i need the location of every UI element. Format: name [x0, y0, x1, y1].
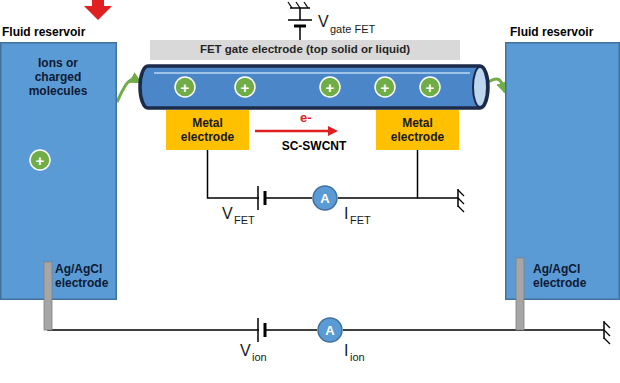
- ground-wire: [520, 329, 604, 331]
- subscript: FET: [234, 215, 255, 226]
- battery-plate: [264, 323, 267, 337]
- ion-flow-arrow: [488, 79, 505, 92]
- fluid-reservoir-outline: [505, 42, 620, 300]
- voltage-symbol: V: [240, 343, 251, 359]
- ion-circle: +: [234, 76, 256, 98]
- electron-arrow: [255, 130, 329, 133]
- node-text: Metal electrode: [166, 116, 249, 144]
- gate-wire: [299, 26, 301, 40]
- box-fill: [150, 40, 460, 60]
- ammeter: A: [312, 185, 338, 211]
- battery-gap: [259, 194, 264, 202]
- battery-plate: [264, 191, 267, 205]
- ion-fill: [375, 77, 395, 97]
- circuit-wire: [208, 150, 313, 198]
- electrode-rod: [44, 262, 52, 330]
- ground-symbol: [604, 321, 610, 344]
- ion-flow-arrow: [117, 79, 140, 102]
- ground-hatch: [604, 330, 610, 336]
- battery-plate: [288, 19, 312, 21]
- circuit-wire: [343, 300, 520, 330]
- electron-label: e-: [300, 111, 312, 124]
- circuit-wire: [48, 300, 317, 330]
- ion-fill: [30, 150, 50, 170]
- reservoir-fill: [506, 43, 620, 300]
- ground-hatch: [304, 2, 308, 8]
- node-text: +: [426, 79, 435, 96]
- node-text: +: [241, 79, 250, 96]
- ion-circle: +: [374, 76, 396, 98]
- electron-arrowhead: [328, 126, 338, 136]
- reservoir-heading: Fluid reservoir: [2, 25, 114, 39]
- ion-fill: [235, 77, 255, 97]
- ground-hatch: [458, 190, 464, 196]
- subscript: gate FET: [330, 24, 375, 35]
- ammeter-fill: [313, 186, 337, 210]
- ion-fill: [420, 77, 440, 97]
- subscript: FET: [350, 215, 371, 226]
- node-text: +: [181, 79, 190, 96]
- ion-circle: +: [319, 76, 341, 98]
- ground-hatch: [458, 198, 464, 204]
- node-text: +: [326, 79, 335, 96]
- ground-wire: [418, 197, 459, 199]
- ground-symbol: [288, 2, 310, 8]
- electrode-name: Ag/AgCl electrode: [55, 262, 115, 290]
- gate-electrode: FET gate electrode (top solid or liquid): [150, 40, 460, 60]
- subscript: ion: [252, 352, 267, 363]
- ground-hatch: [458, 206, 464, 212]
- subscript: ion: [350, 352, 365, 363]
- circuit-wire: [338, 150, 418, 198]
- node-text: FET gate electrode (top solid or liquid): [200, 43, 410, 57]
- node-text: A: [325, 323, 334, 338]
- tube-highlight: [154, 72, 470, 74]
- reservoir-heading: Fluid reservoir: [510, 25, 618, 39]
- current-symbol: I: [344, 343, 348, 359]
- ammeter-fill: [318, 318, 342, 342]
- ion-fill: [320, 77, 340, 97]
- box-fill: [166, 110, 249, 150]
- box-fill: [376, 110, 459, 150]
- battery-plate: [257, 318, 259, 342]
- ground-hatch: [604, 322, 610, 328]
- tube-opening: [473, 67, 487, 107]
- metal-electrode: Metal electrode: [166, 110, 249, 150]
- ground-hatch: [604, 338, 610, 344]
- reservoir-fill: [1, 43, 117, 300]
- ion-circle: +: [29, 149, 51, 171]
- node-text: +: [381, 79, 390, 96]
- battery-plate: [257, 186, 259, 210]
- node-text: Metal electrode: [376, 116, 459, 144]
- ground-hatch: [296, 2, 300, 8]
- node-text: A: [320, 191, 329, 206]
- voltage-symbol: V: [318, 14, 329, 30]
- battery-gap: [259, 326, 264, 334]
- tube-body: [140, 66, 488, 108]
- fluid-reservoir: Fluid reservoirIons or charged molecules…: [0, 42, 117, 300]
- fluid-reservoir: Fluid reservoirAg/AgCl electrode: [505, 42, 620, 300]
- ion-circle: +: [419, 76, 441, 98]
- ammeter: A: [317, 317, 343, 343]
- ion-circle: +: [174, 76, 196, 98]
- electrode-name: Ag/AgCl electrode: [533, 262, 597, 290]
- electrode-rod: [516, 258, 524, 330]
- nanotube: SC-SWCNT+++++: [140, 64, 488, 110]
- current-symbol: I: [344, 206, 348, 222]
- metal-electrode: Metal electrode: [376, 110, 459, 150]
- ion-fill: [175, 77, 195, 97]
- pointer-arrow: [84, 0, 112, 20]
- ground-symbol: [458, 189, 464, 212]
- ground-hatch: [288, 2, 292, 8]
- voltage-symbol: V: [222, 206, 233, 222]
- node-text: +: [36, 152, 45, 169]
- gate-wire: [299, 8, 301, 20]
- reservoir-text: Ions or charged molecules: [18, 56, 98, 98]
